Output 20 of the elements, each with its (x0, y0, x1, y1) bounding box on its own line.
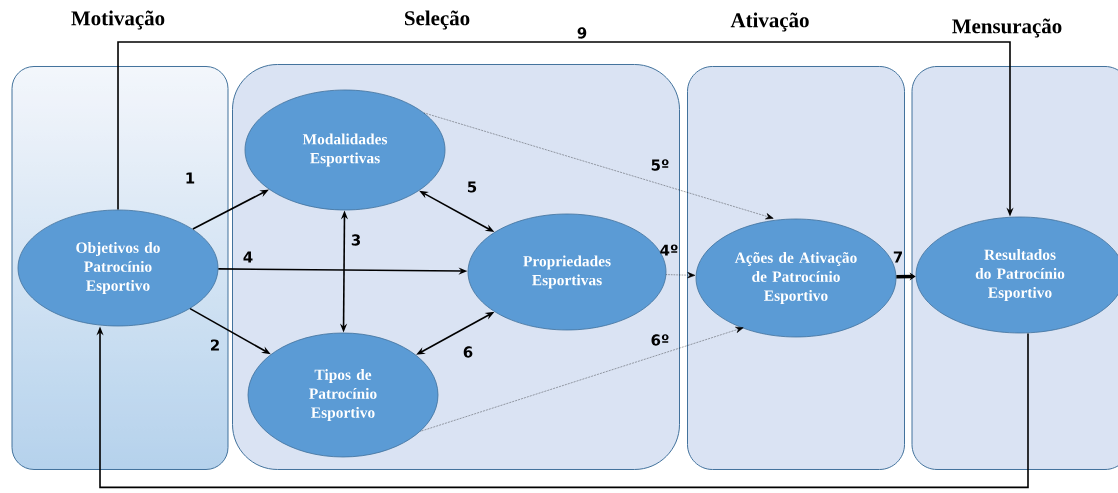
edge-label: 5º (651, 159, 669, 171)
panel-heading: Ativação (730, 12, 809, 32)
edge-label: 4 (243, 251, 253, 263)
panel-heading: Motivação (71, 10, 165, 30)
edge-label: 2 (211, 339, 219, 351)
arrow (424, 112, 774, 220)
arrow (420, 326, 744, 432)
ellipse-node: Objetivos do Patrocínio Esportivo (17, 209, 219, 327)
ellipse-node: Tipos de Patrocínio Esportivo (247, 332, 439, 458)
panel-heading: Seleção (405, 10, 470, 30)
edge-label: 3 (351, 234, 360, 246)
edge-label: 5 (467, 181, 477, 193)
edge-label: 1 (186, 172, 195, 184)
edge-label: 6º (651, 334, 669, 346)
ellipse-node: Resultados do Patrocínio Esportivo (915, 216, 1118, 334)
edge-label: 9 (577, 27, 587, 39)
panel-heading: Mensuração (952, 18, 1062, 38)
ellipse-node: Modalidades Esportivas (244, 89, 446, 211)
edge-label: 6 (463, 346, 473, 358)
arrow (666, 272, 696, 279)
